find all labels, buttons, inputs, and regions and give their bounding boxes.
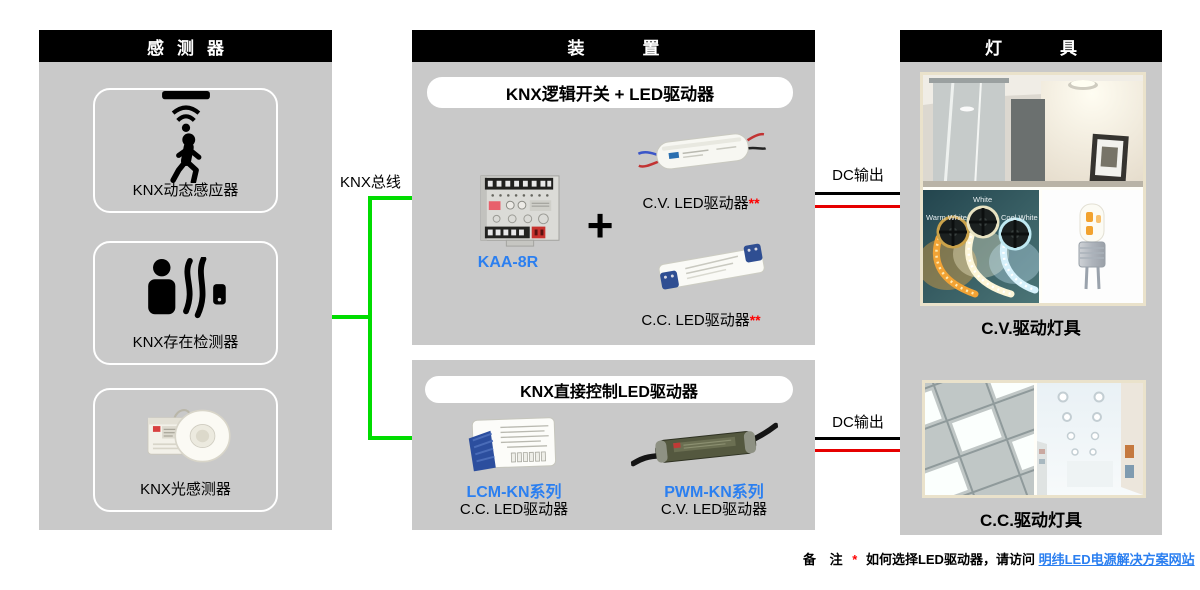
cv-led-driver-image	[634, 122, 769, 187]
fixtures-panel: 灯具	[900, 30, 1162, 535]
light-sensor-photo	[95, 390, 276, 482]
direct-group-heading: KNX直接控制LED驱动器	[425, 376, 793, 403]
cv-fixtures-photo-group: Warm White White Cool White	[920, 72, 1146, 306]
g4-led-bulb-photo	[1042, 190, 1143, 303]
warm-white-strip-label: Warm White	[926, 213, 967, 222]
white-strip-label: White	[973, 195, 992, 204]
presence-detector-icon-svg	[147, 257, 226, 319]
devices-panel-title: 装置	[567, 38, 718, 58]
plus-sign: +	[586, 199, 614, 251]
lcm-kn-series-name[interactable]: LCM-KN系列	[466, 484, 562, 501]
knx-bus-line-from-sensors	[332, 315, 370, 319]
light-sensor-photo-svg	[147, 409, 231, 463]
knx-bus-line-to-direct-group	[368, 436, 414, 440]
light-sensor-label: KNX光感测器	[140, 481, 231, 498]
devices-panel-logic-group: 装置 KNX逻辑开关 + LED驱动器	[412, 30, 815, 345]
motion-sensor-card: KNX动态感应器	[93, 88, 278, 213]
cv-led-driver-text: C.V. LED驱动器	[642, 195, 749, 212]
dc-output-line-red-bottom	[815, 449, 901, 452]
cc-fixtures-photo-row	[925, 383, 1143, 495]
cv-fixtures-label: C.V.驱动灯具	[981, 319, 1081, 338]
footnote-prefix: 备 注	[803, 552, 843, 567]
kaa-8r-name[interactable]: KAA-8R	[477, 254, 539, 271]
footnote-asterisk: *	[852, 552, 858, 567]
motion-sensor-icon	[95, 90, 276, 183]
knx-bus-line-vertical	[368, 196, 372, 440]
knx-bus-label: KNX总线	[340, 174, 401, 191]
sensors-panel-title: 感测器	[147, 38, 237, 58]
pwm-kn-driver-type: C.V. LED驱动器	[660, 501, 768, 518]
presence-detector-card: KNX存在检测器	[93, 241, 278, 365]
cc-led-driver-image-svg	[658, 243, 765, 290]
cv-driver-footnote-mark: **	[748, 195, 760, 211]
fixtures-panel-header: 灯具	[900, 30, 1162, 62]
room-accent-lighting-photo	[923, 75, 1143, 187]
cv-led-driver-label: C.V. LED驱动器**	[621, 195, 781, 213]
cc-led-driver-text: C.C. LED驱动器	[641, 312, 750, 329]
light-sensor-card: KNX光感测器	[93, 388, 278, 512]
kaa-8r-product-image	[472, 172, 568, 255]
knx-bus-line-to-logic-group	[368, 196, 414, 200]
ceiling-panel-lights-photo	[925, 383, 1034, 495]
meanwell-led-solution-link[interactable]: 明纬LED电源解决方案网站	[1038, 552, 1195, 567]
pwm-kn-product-image	[628, 418, 782, 480]
lcm-kn-driver-type: C.C. LED驱动器	[459, 501, 569, 518]
fixtures-panel-title: 灯具	[985, 38, 1135, 58]
hallway-downlights-photo	[1037, 383, 1143, 495]
devices-panel-header: 装置	[412, 30, 815, 62]
presence-detector-label: KNX存在检测器	[132, 334, 239, 351]
dc-output-line-black-top	[815, 192, 901, 195]
sensors-panel: 感测器 KNX动态感应器	[39, 30, 332, 530]
cc-led-driver-image	[648, 232, 776, 309]
dc-output-label-bottom: DC输出	[832, 414, 884, 431]
motion-sensor-icon-svg	[161, 90, 210, 183]
led-strips-photo: Warm White White Cool White	[923, 190, 1039, 303]
lcm-kn-image-svg	[468, 417, 557, 472]
presence-detector-icon	[95, 243, 276, 335]
pwm-kn-series-name[interactable]: PWM-KN系列	[664, 484, 764, 501]
footnote-text: 如何选择LED驱动器，请访问	[865, 552, 1035, 567]
cc-driver-footnote-mark: **	[749, 312, 761, 328]
dc-output-line-red-top	[815, 205, 901, 208]
cc-fixtures-photo-group	[922, 380, 1146, 498]
dc-output-line-black-bottom	[815, 437, 901, 440]
lcm-kn-product-image	[466, 413, 560, 476]
cool-white-strip-label: Cool White	[1001, 213, 1038, 222]
logic-group-heading: KNX逻辑开关 + LED驱动器	[427, 77, 793, 108]
devices-panel-direct-group: KNX直接控制LED驱动器 LCM-KN系列	[412, 360, 815, 530]
cc-led-driver-label: C.C. LED驱动器**	[621, 312, 781, 330]
motion-sensor-label: KNX动态感应器	[132, 182, 239, 199]
cv-led-driver-image-svg	[637, 132, 767, 170]
kaa-8r-image-svg	[480, 175, 560, 247]
cv-fixtures-photo-row: Warm White White Cool White	[923, 190, 1143, 303]
footnote: 备 注 * 如何选择LED驱动器，请访问 明纬LED电源解决方案网站	[803, 549, 1195, 568]
cc-fixtures-label: C.C.驱动灯具	[980, 511, 1082, 530]
sensors-panel-header: 感测器	[39, 30, 332, 62]
dc-output-label-top: DC输出	[832, 167, 884, 184]
pwm-kn-image-svg	[630, 422, 779, 467]
